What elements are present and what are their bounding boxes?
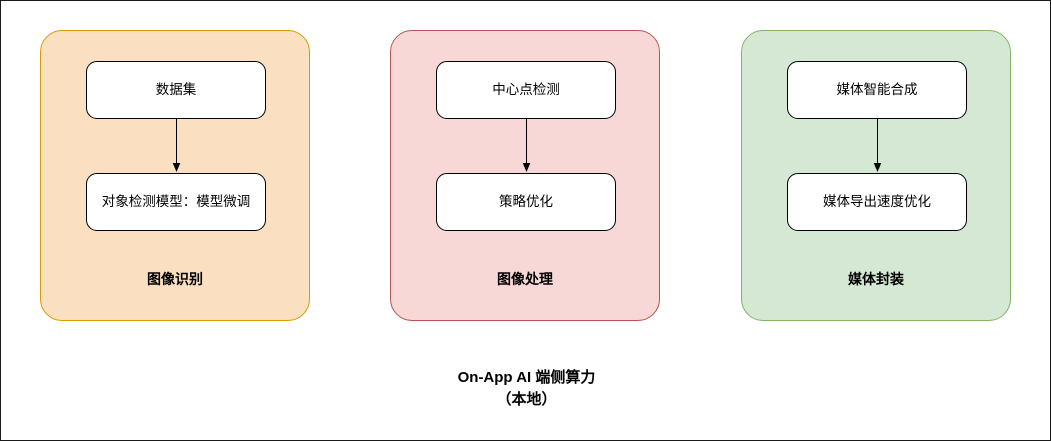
node-label: 媒体智能合成 — [836, 81, 918, 97]
group-label: 媒体封装 — [848, 271, 904, 287]
figure-caption: On-App AI 端侧算力 （本地） — [1, 367, 1050, 411]
node-label: 数据集 — [155, 81, 197, 97]
arrow-down-icon — [172, 119, 181, 173]
node-box[interactable]: 媒体智能合成 — [787, 61, 967, 119]
arrow-down-icon — [873, 119, 882, 173]
group-label: 图像处理 — [497, 271, 553, 287]
node-box[interactable]: 中心点检测 — [436, 61, 616, 119]
group-label: 图像识别 — [147, 271, 203, 287]
node-label: 对象检测模型：模型微调 — [101, 193, 251, 209]
group-panel-image-processing[interactable]: 中心点检测 策略优化 图像处理 — [390, 30, 660, 321]
node-label: 策略优化 — [499, 193, 553, 209]
node-box[interactable]: 媒体导出速度优化 — [787, 173, 967, 231]
group-panel-image-recognition[interactable]: 数据集 对象检测模型：模型微调 图像识别 — [40, 30, 310, 321]
node-label: 中心点检测 — [492, 81, 560, 97]
node-box[interactable]: 对象检测模型：模型微调 — [86, 173, 266, 231]
group-panel-media-packaging[interactable]: 媒体智能合成 媒体导出速度优化 媒体封装 — [741, 30, 1011, 321]
figure-caption-line-1: On-App AI 端侧算力 — [457, 369, 596, 386]
node-label: 媒体导出速度优化 — [823, 193, 931, 209]
node-box[interactable]: 数据集 — [86, 61, 266, 119]
node-box[interactable]: 策略优化 — [436, 173, 616, 231]
arrow-down-icon — [522, 119, 531, 173]
figure-caption-line-2: （本地） — [496, 390, 557, 408]
